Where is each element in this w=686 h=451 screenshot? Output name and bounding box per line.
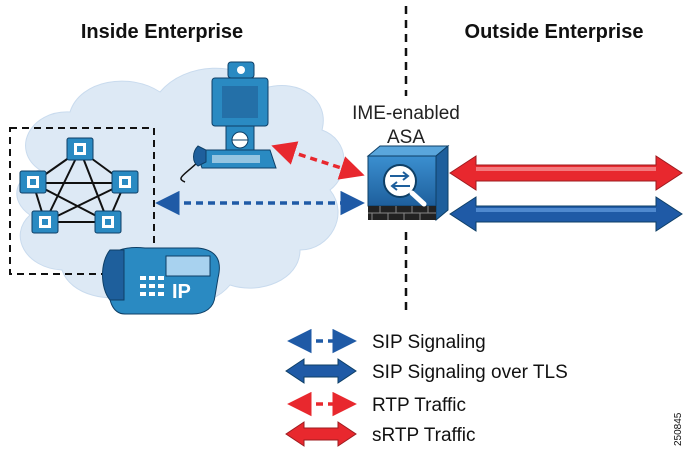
ip-phone-label: IP (172, 281, 191, 303)
outside-enterprise-header: Outside Enterprise (465, 21, 644, 43)
sip-tls-arrow (449, 196, 683, 232)
figure-id: 250845 (673, 412, 684, 446)
legend: SIP Signaling SIP Signaling over TLS RTP… (285, 328, 568, 447)
legend-item-sip-tls: SIP Signaling over TLS (285, 358, 568, 384)
legend-label: SIP Signaling over TLS (372, 362, 568, 383)
video-phone-icon (180, 61, 277, 183)
inside-enterprise-header: Inside Enterprise (81, 21, 243, 43)
legend-item-srtp-traffic: sRTP Traffic (285, 421, 475, 447)
ip-phone-icon: IP (102, 246, 220, 315)
call-manager-cluster-icon (9, 127, 155, 275)
legend-item-rtp-traffic: RTP Traffic (287, 391, 466, 417)
asa-label-line2: ASA (387, 127, 425, 148)
rtp-traffic-link (271, 141, 365, 180)
asa-firewall-icon (366, 144, 450, 222)
srtp-traffic-arrow (449, 155, 683, 191)
legend-label: sRTP Traffic (372, 425, 475, 446)
asa-label-line1: IME-enabled (352, 103, 460, 124)
legend-label: SIP Signaling (372, 332, 486, 353)
legend-label: RTP Traffic (372, 395, 466, 416)
legend-item-sip-signaling: SIP Signaling (287, 328, 486, 354)
